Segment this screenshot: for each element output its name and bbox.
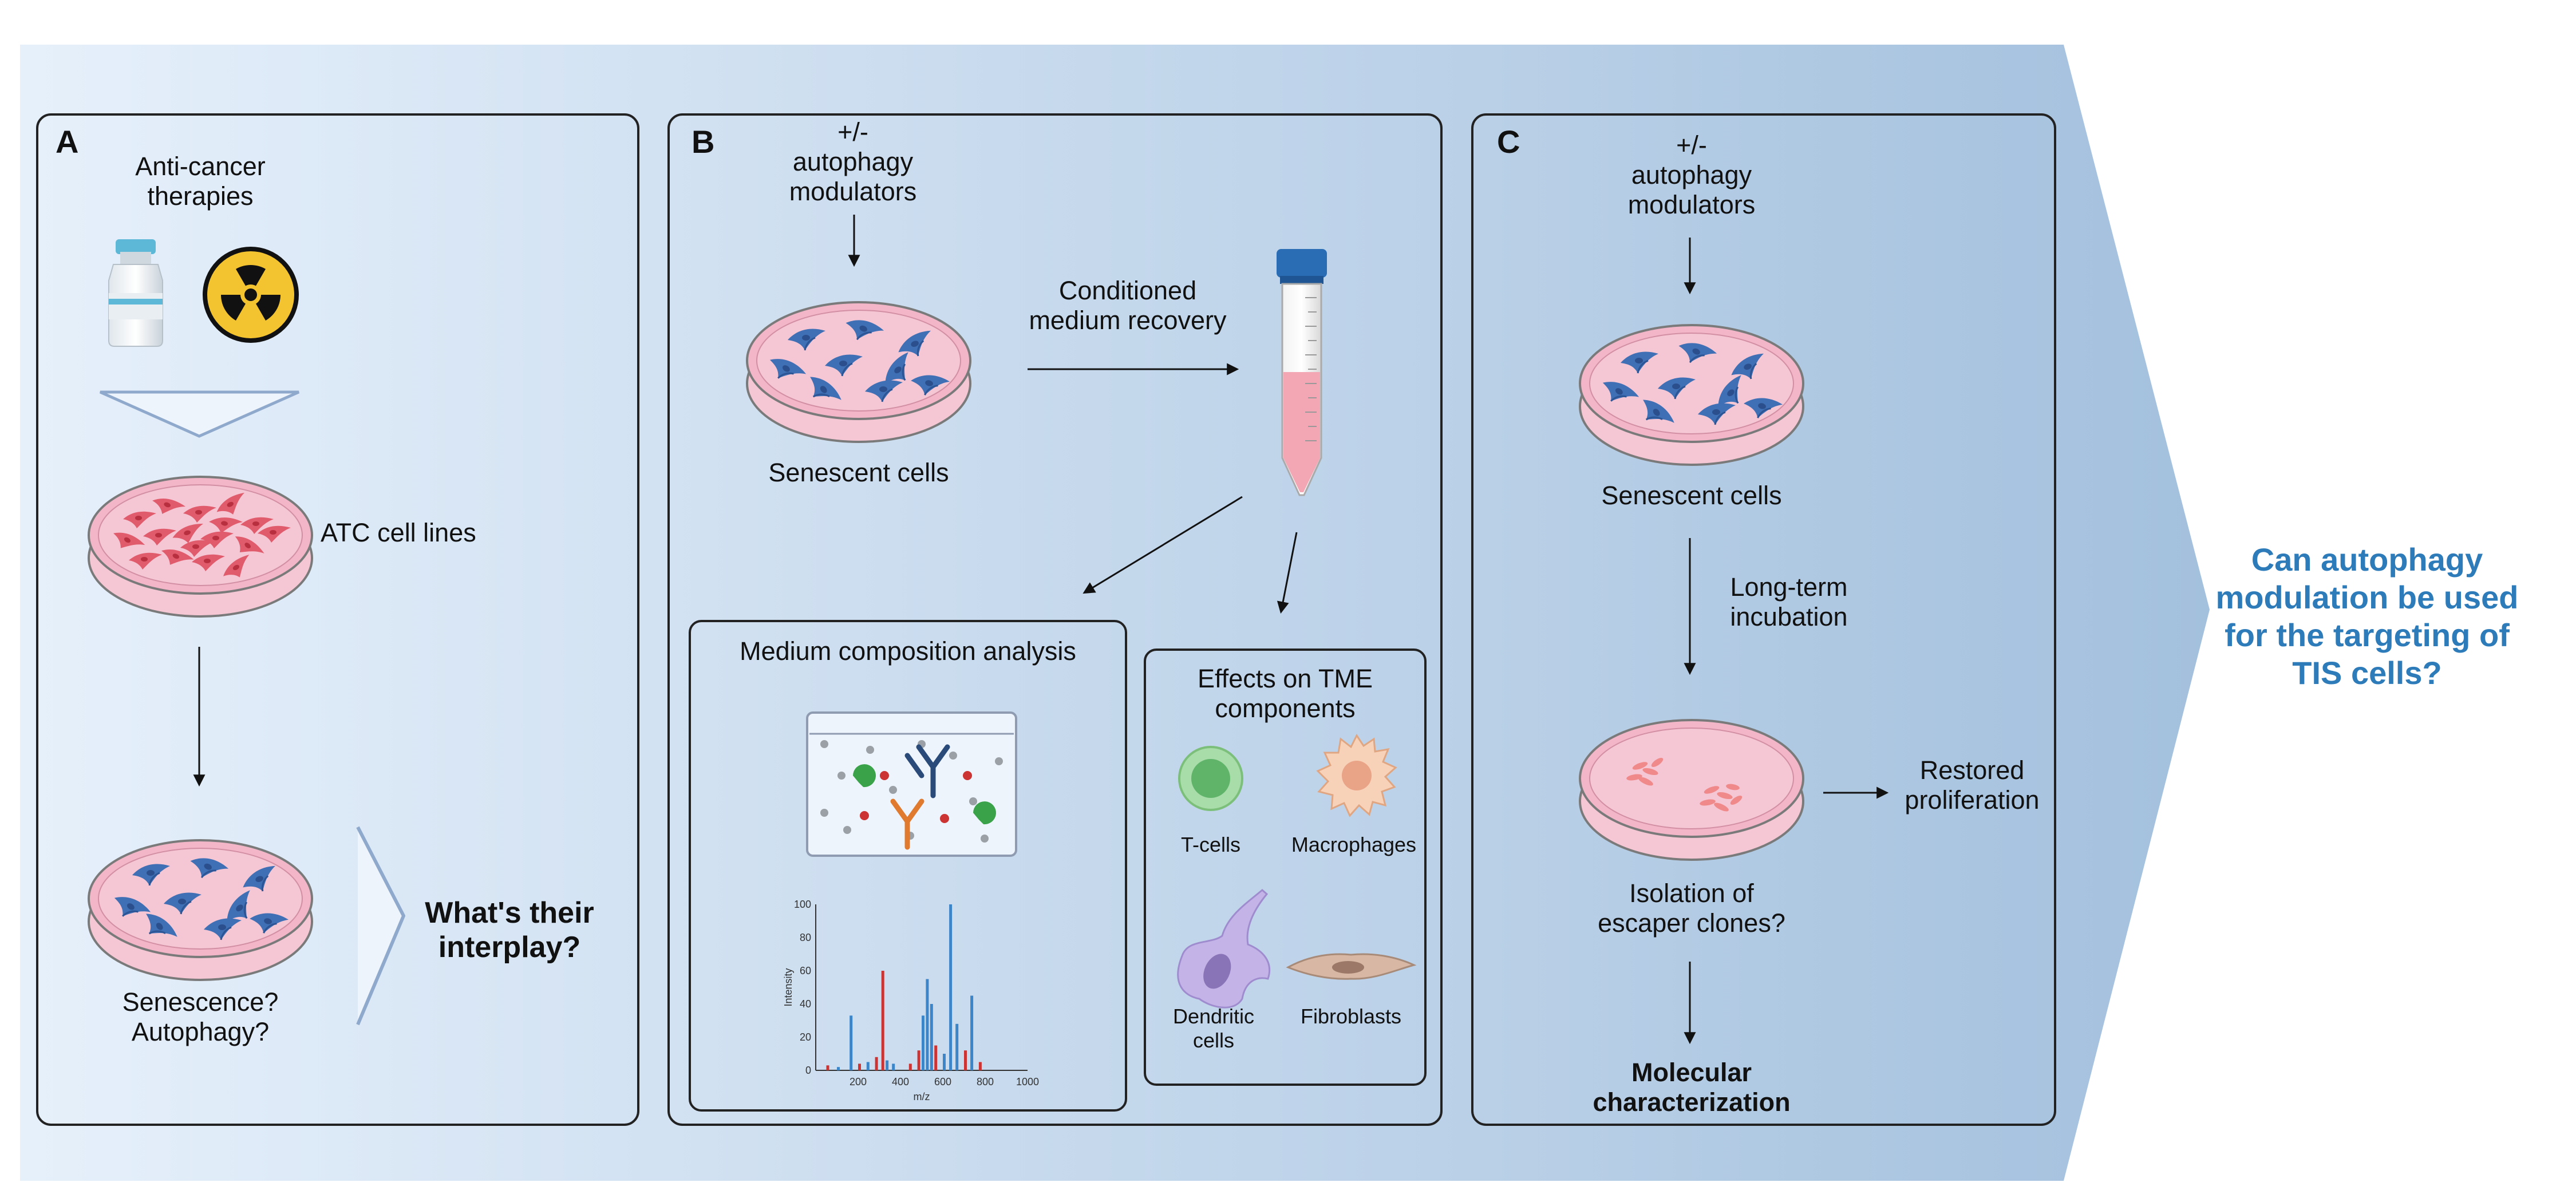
t-cell-icon xyxy=(1178,746,1243,811)
spectrum-peak xyxy=(850,1015,853,1070)
background-arrow xyxy=(20,45,2210,1181)
spectrum-peak xyxy=(866,1062,870,1070)
conditioned-medium-label: Conditioned medium recovery xyxy=(1029,276,1227,335)
dendritic-cells-label: Dendritic cells xyxy=(1172,1005,1255,1052)
main-question: Can autophagy modulation be used for the… xyxy=(2215,541,2519,691)
senescence-autophagy-label: Senescence? Autophagy? xyxy=(122,987,279,1046)
composition-title: Medium composition analysis xyxy=(740,636,1076,666)
radiation-icon xyxy=(203,247,299,343)
senescent-dish-b xyxy=(746,301,971,443)
spectrum-x-tick: 600 xyxy=(934,1076,951,1088)
spectrum-x-tick: 800 xyxy=(977,1076,994,1088)
panel-c-letter: C xyxy=(1497,124,1520,160)
b-senescent-cells-label: Senescent cells xyxy=(768,458,949,487)
panel-b-frame xyxy=(667,113,1443,1126)
spectrum-peak xyxy=(922,1015,924,1070)
drug-vial-icon xyxy=(108,239,163,347)
arrow-b-to-tme xyxy=(1277,532,1298,614)
t-cells-label: T-cells xyxy=(1180,833,1240,856)
b-autophagy-modulators-label: +/- autophagy modulators xyxy=(789,117,917,206)
spectrum-x-tick: 1000 xyxy=(1016,1076,1039,1088)
spectrum-y-tick: 60 xyxy=(800,965,811,976)
falcon-tube-icon xyxy=(1277,249,1327,496)
spectrum-y-tick: 20 xyxy=(800,1031,811,1043)
spectrum-peak xyxy=(978,1062,982,1070)
anti-cancer-therapies-label: Anti-cancer therapies xyxy=(135,152,266,211)
spectrum-x-tick: 200 xyxy=(850,1076,867,1088)
medium-container-icon xyxy=(806,711,1017,857)
spectrum-peak xyxy=(930,1004,933,1070)
macrophages-label: Macrophages xyxy=(1291,833,1417,856)
spectrum-peak xyxy=(826,1065,829,1070)
spectrum-x-tick: 400 xyxy=(892,1076,909,1088)
interplay-chevron xyxy=(356,826,405,1026)
spectrum-peak xyxy=(917,1050,920,1070)
panel-b-letter: B xyxy=(692,124,715,160)
panel-a-letter: A xyxy=(56,124,79,160)
tme-subpanel xyxy=(1144,649,1427,1086)
arrow-b-to-composition xyxy=(1082,496,1243,594)
spectrum-peak xyxy=(934,1045,938,1070)
macrophage-icon xyxy=(1316,734,1397,817)
senescent-dish-c xyxy=(1579,324,1804,466)
spectrum-peak xyxy=(858,1063,861,1070)
fibroblast-icon xyxy=(1286,953,1417,980)
spectrum-peak xyxy=(875,1057,878,1070)
atc-cell-lines-label: ATC cell lines xyxy=(321,518,476,547)
molecular-characterization-label: Molecular characterization xyxy=(1593,1058,1791,1117)
atc-cell-dish xyxy=(88,476,313,618)
spectrum-peak xyxy=(949,904,953,1070)
spectrum-peak xyxy=(943,1054,946,1070)
composition-subpanel xyxy=(689,620,1127,1112)
fibroblasts-label: Fibroblasts xyxy=(1300,1005,1402,1028)
spectrum-peak xyxy=(964,1050,967,1070)
mass-spectrum-chart: 0 20 40 60 80 100 200 400 600 800 1000 m/z Intensity xyxy=(783,899,1039,1102)
panel-a-frame xyxy=(36,113,639,1126)
spectrum-peak xyxy=(837,1067,840,1070)
spectrum-peak xyxy=(926,979,929,1070)
spectrum-peak xyxy=(908,1063,912,1070)
spectrum-peak xyxy=(955,1023,959,1070)
senescent-dish-a xyxy=(88,839,313,981)
escaper-clone-dish xyxy=(1579,719,1804,861)
spectrum-y-tick: 100 xyxy=(794,899,811,910)
spectrum-y-tick: 0 xyxy=(805,1065,811,1076)
c-senescent-cells-label: Senescent cells xyxy=(1601,481,1782,510)
spectrum-peak xyxy=(886,1060,889,1070)
spectrum-peak xyxy=(970,995,974,1070)
spectrum-x-label: m/z xyxy=(914,1091,930,1102)
dendritic-cell-icon xyxy=(1177,889,1271,1009)
long-term-incubation-label: Long-term incubation xyxy=(1730,572,1848,631)
spectrum-y-tick: 40 xyxy=(800,998,811,1010)
panel-c-frame xyxy=(1471,113,2056,1126)
spectrum-y-tick: 80 xyxy=(800,932,811,943)
interplay-question-label: What's their interplay? xyxy=(425,896,594,964)
spectrum-peak xyxy=(892,1063,895,1070)
treatment-funnel-arrow xyxy=(99,390,300,438)
isolation-escaper-label: Isolation of escaper clones? xyxy=(1598,879,1785,938)
spectrum-y-label: Intensity xyxy=(783,968,794,1006)
c-autophagy-modulators-label: +/- autophagy modulators xyxy=(1627,131,1756,219)
tme-title: Effects on TME components xyxy=(1198,664,1373,723)
restored-proliferation-label: Restored proliferation xyxy=(1905,756,2040,814)
spectrum-peak xyxy=(881,971,884,1070)
